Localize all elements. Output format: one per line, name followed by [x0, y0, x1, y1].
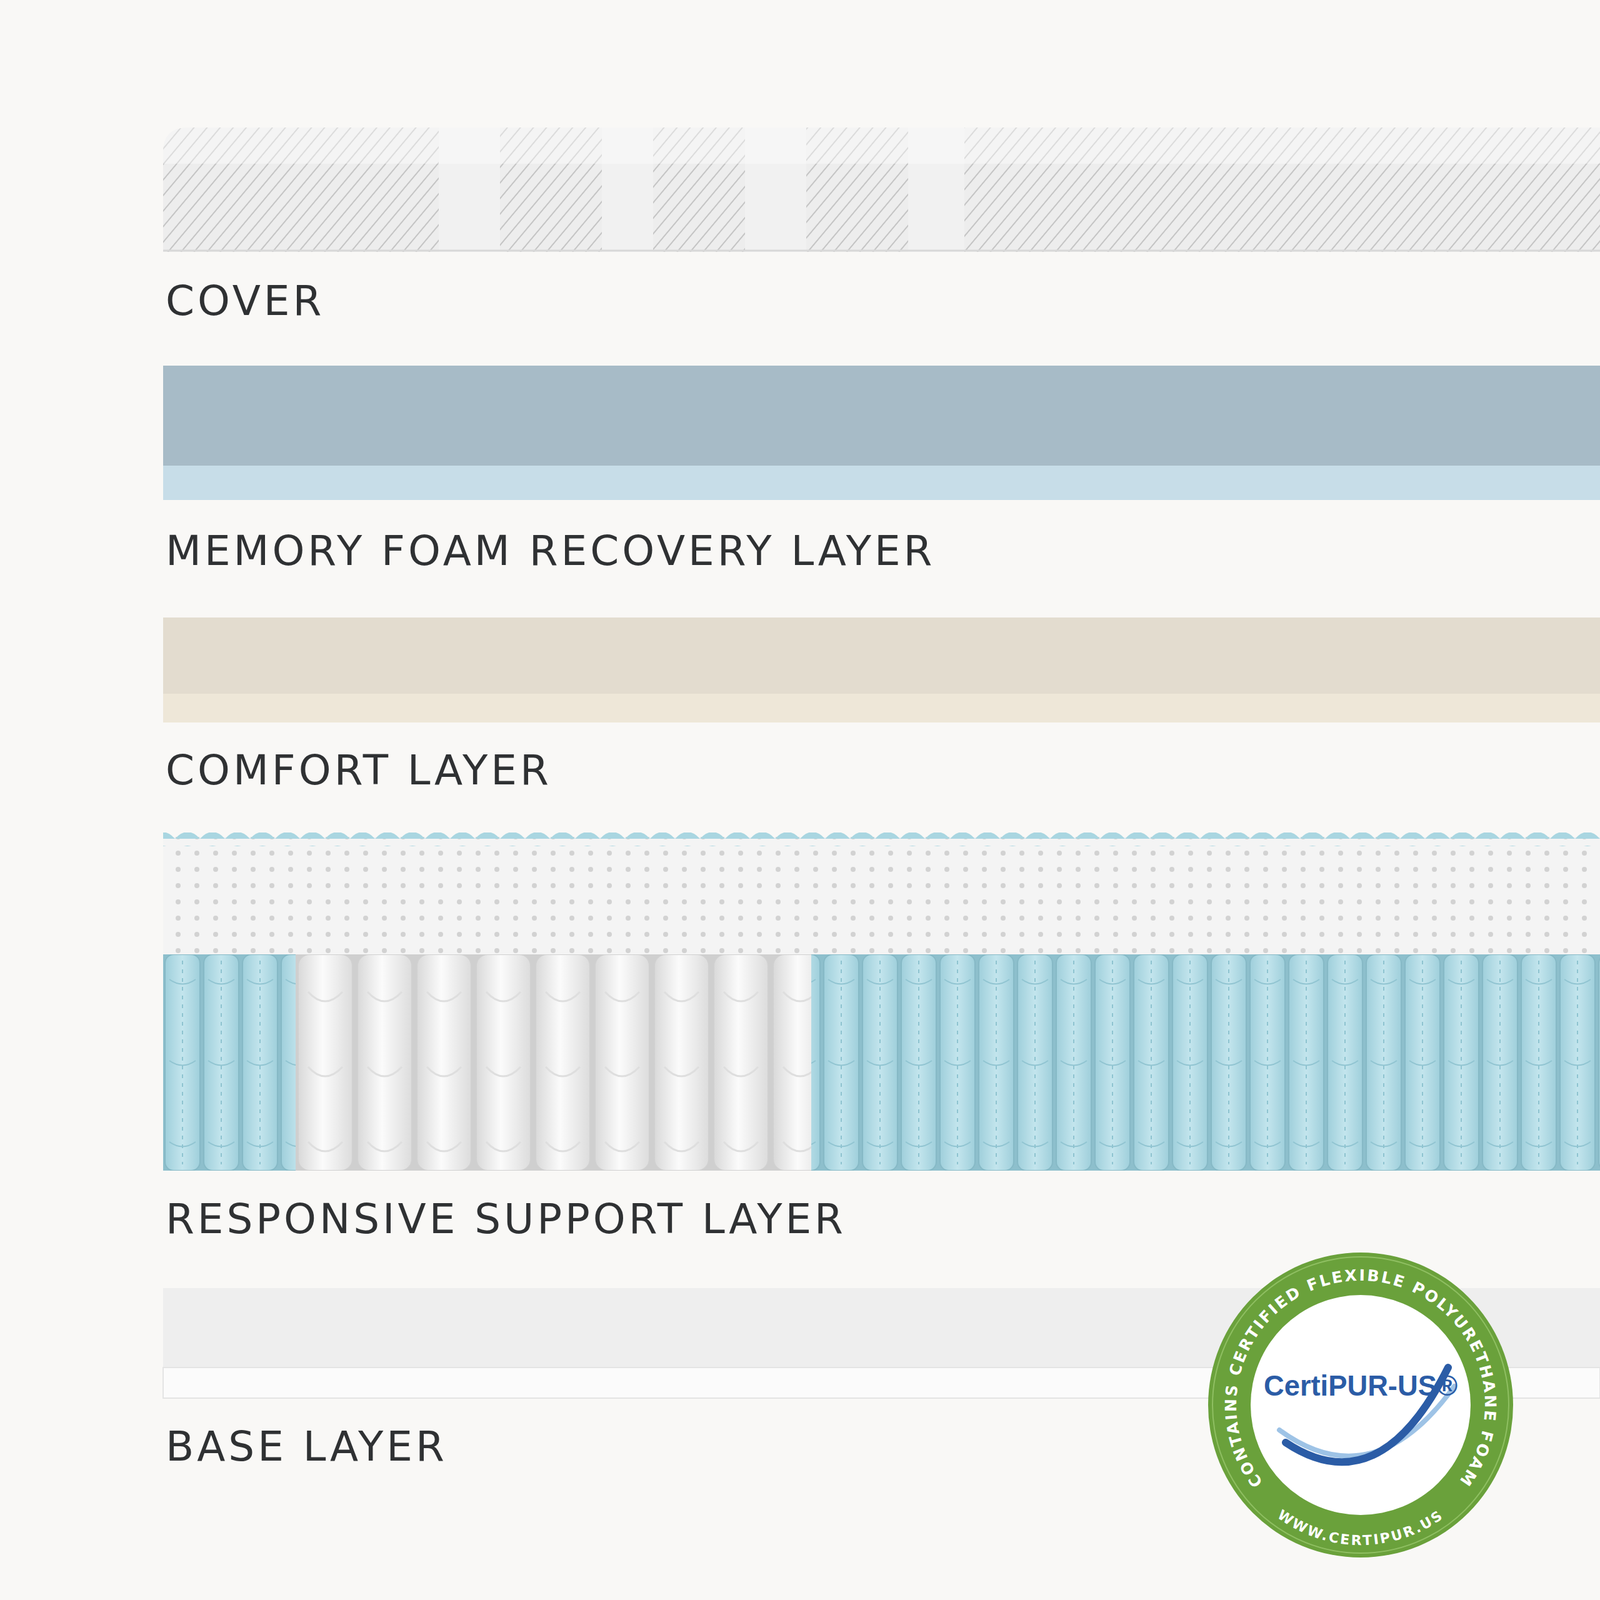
- badge-ring-text: WWW.CERTIPUR.US: [1275, 1506, 1447, 1549]
- layer-label: COMFORT LAYER: [165, 748, 552, 794]
- layer-label: RESPONSIVE SUPPORT LAYER: [165, 1196, 847, 1243]
- badge-wordmark: CertiPUR-US®: [1263, 1370, 1458, 1402]
- layer-label: BASE LAYER: [165, 1424, 448, 1470]
- layer-label: COVER: [165, 278, 325, 325]
- badge-circle: CONTAINS CERTIFIED FLEXIBLE POLYURETHANE…: [1207, 1251, 1514, 1559]
- layer-label: MEMORY FOAM RECOVERY LAYER: [165, 528, 935, 575]
- badge-ring-text: CONTAINS CERTIFIED FLEXIBLE POLYURETHANE…: [1221, 1266, 1500, 1492]
- certification-badge: CONTAINS CERTIFIED FLEXIBLE POLYURETHANE…: [1207, 1251, 1514, 1559]
